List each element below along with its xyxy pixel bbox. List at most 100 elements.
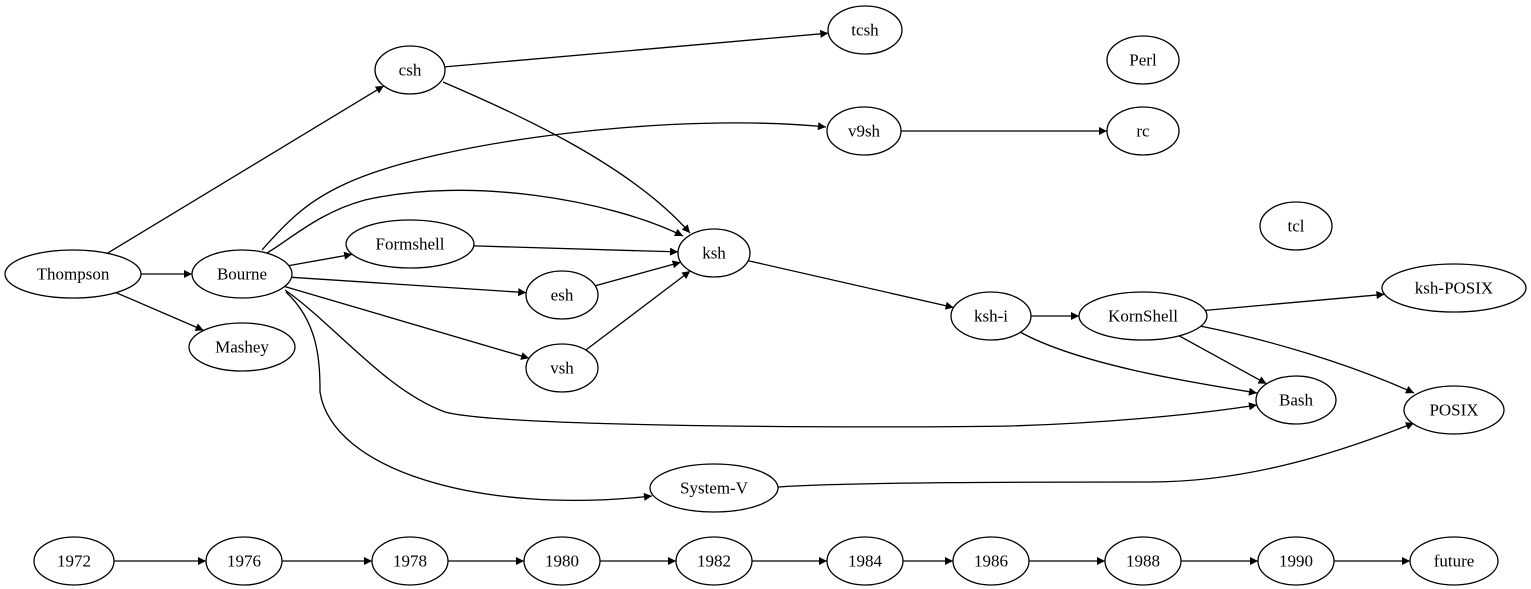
node-ellipse xyxy=(371,536,449,586)
node-ellipse xyxy=(1078,291,1208,341)
node-1980: 1980 xyxy=(523,536,601,586)
edge-system-v-to-posix xyxy=(777,422,1415,488)
node-kornshell: KornShell xyxy=(1078,291,1208,341)
node-ellipse xyxy=(1104,536,1182,586)
node-1976: 1976 xyxy=(205,536,283,586)
node-ellipse xyxy=(523,536,601,586)
node-future: future xyxy=(1409,536,1499,586)
node-1986: 1986 xyxy=(952,536,1030,586)
node-ellipse xyxy=(525,343,599,393)
node-ksh-i: ksh-i xyxy=(950,291,1032,341)
node-ellipse xyxy=(1255,375,1337,425)
node-1988: 1988 xyxy=(1104,536,1182,586)
node-ellipse xyxy=(950,291,1032,341)
node-label: rc xyxy=(1136,122,1150,141)
node-ellipse xyxy=(1259,201,1333,251)
node-label: esh xyxy=(551,286,574,305)
node-label: KornShell xyxy=(1108,307,1178,326)
node-ellipse xyxy=(1403,385,1505,435)
node-tcl: tcl xyxy=(1259,201,1333,251)
node-ellipse xyxy=(188,322,296,372)
node-label: 1976 xyxy=(227,552,261,571)
node-label: 1980 xyxy=(545,552,579,571)
node-ellipse xyxy=(374,45,446,95)
node-ellipse xyxy=(33,536,115,586)
edge-thompson-to-csh xyxy=(106,85,385,254)
node-1984: 1984 xyxy=(826,536,904,586)
node-csh: csh xyxy=(374,45,446,95)
node-1978: 1978 xyxy=(371,536,449,586)
edge-esh-to-ksh xyxy=(595,260,681,287)
node-label: tcl xyxy=(1288,217,1305,236)
edge-bourne-to-esh xyxy=(291,276,527,297)
edge-bourne-to-ksh xyxy=(266,189,684,254)
node-label: 1984 xyxy=(848,552,883,571)
edge-bourne-to-v9sh xyxy=(261,122,827,251)
node-ellipse xyxy=(952,536,1030,586)
node-label: v9sh xyxy=(848,122,881,141)
node-label: 1982 xyxy=(697,552,731,571)
node-ellipse xyxy=(191,249,293,299)
node-ellipse xyxy=(826,536,904,586)
node-ellipse xyxy=(1106,35,1180,85)
node-ellipse xyxy=(1257,536,1335,586)
node-ellipse xyxy=(4,249,142,299)
edge-csh-to-tcsh xyxy=(444,29,829,68)
node-ellipse xyxy=(675,536,753,586)
edge-csh-to-ksh xyxy=(442,81,691,234)
node-rc: rc xyxy=(1106,106,1180,156)
node-perl: Perl xyxy=(1106,35,1180,85)
node-label: ksh-POSIX xyxy=(1415,279,1493,298)
node-label: System-V xyxy=(680,479,749,498)
node-1982: 1982 xyxy=(675,536,753,586)
edge-vsh-to-ksh xyxy=(585,270,691,351)
node-system-v: System-V xyxy=(649,463,779,513)
node-bash: Bash xyxy=(1255,375,1337,425)
node-v9sh: v9sh xyxy=(826,106,902,156)
node-1972: 1972 xyxy=(33,536,115,586)
node-label: 1990 xyxy=(1279,552,1313,571)
node-ellipse xyxy=(345,219,475,269)
node-label: 1988 xyxy=(1126,552,1160,571)
node-label: ksh-i xyxy=(974,307,1008,326)
edge-bourne-to-bash xyxy=(284,289,1258,428)
node-vsh: vsh xyxy=(525,343,599,393)
node-esh: esh xyxy=(525,270,599,320)
edge-kornshell-to-posix xyxy=(1199,325,1415,394)
node-ellipse xyxy=(1106,106,1180,156)
node-label: Mashey xyxy=(215,338,269,357)
node-posix: POSIX xyxy=(1403,385,1505,435)
node-ellipse xyxy=(525,270,599,320)
node-bourne: Bourne xyxy=(191,249,293,299)
node-ksh-posix: ksh-POSIX xyxy=(1381,263,1527,313)
edge-kornshell-to-bash xyxy=(1178,335,1267,385)
node-label: vsh xyxy=(550,359,574,378)
node-label: 1986 xyxy=(974,552,1008,571)
node-ellipse xyxy=(649,463,779,513)
edge-ksh-i-to-bash xyxy=(1019,331,1258,396)
node-thompson: Thompson xyxy=(4,249,142,299)
edge-formshell-to-ksh xyxy=(473,245,679,256)
edge-bourne-to-system-v xyxy=(285,291,653,501)
node-label: tcsh xyxy=(851,21,879,40)
node-label: POSIX xyxy=(1429,401,1478,420)
node-1990: 1990 xyxy=(1257,536,1335,586)
node-label: Formshell xyxy=(376,235,445,254)
node-mashey: Mashey xyxy=(188,322,296,372)
node-label: Bourne xyxy=(217,265,267,284)
edge-kornshell-to-ksh-posix xyxy=(1205,291,1385,312)
edge-bourne-to-formshell xyxy=(288,251,353,267)
edge-bourne-to-vsh xyxy=(284,285,530,360)
node-tcsh: tcsh xyxy=(827,5,903,55)
node-ellipse xyxy=(677,228,751,278)
node-label: 1978 xyxy=(393,552,427,571)
node-formshell: Formshell xyxy=(345,219,475,269)
node-label: Bash xyxy=(1279,391,1314,410)
node-label: future xyxy=(1434,552,1475,571)
node-label: Thompson xyxy=(37,265,110,284)
node-ellipse xyxy=(205,536,283,586)
node-ellipse xyxy=(826,106,902,156)
node-label: Perl xyxy=(1129,51,1157,70)
edge-ksh-to-ksh-i xyxy=(747,260,954,310)
